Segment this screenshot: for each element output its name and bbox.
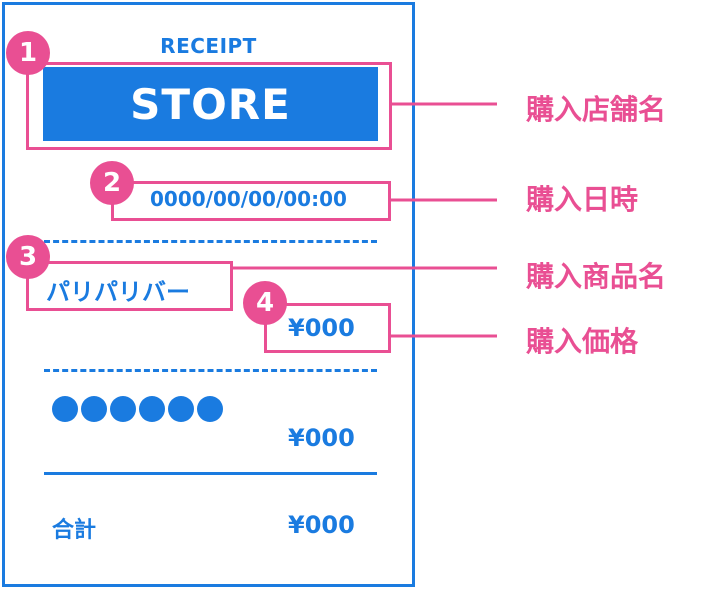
total-label: 合計 xyxy=(52,518,97,543)
highlight-price xyxy=(264,303,391,353)
dashed-divider-top xyxy=(44,240,377,243)
purchase-datetime: 0000/00/00/00:00 xyxy=(150,187,347,211)
total-value: ¥000 xyxy=(288,511,355,539)
item-price: ¥000 xyxy=(288,424,355,452)
badge-2: 2 xyxy=(90,161,134,205)
receipt-title: RECEIPT xyxy=(160,34,257,58)
highlight-store xyxy=(26,62,392,150)
callout-price: 購入価格 xyxy=(526,325,639,358)
masked-item-placeholder xyxy=(52,396,223,422)
dashed-divider-bottom xyxy=(44,369,377,372)
callout-product-name: 購入商品名 xyxy=(526,260,667,293)
badge-4: 4 xyxy=(243,281,287,325)
callout-store-name: 購入店舗名 xyxy=(526,93,667,126)
highlight-product xyxy=(26,261,233,311)
badge-1: 1 xyxy=(6,31,50,75)
placeholder-dot xyxy=(168,396,194,422)
placeholder-dot xyxy=(110,396,136,422)
placeholder-dot xyxy=(139,396,165,422)
callout-datetime: 購入日時 xyxy=(526,183,639,216)
total-divider xyxy=(44,472,377,475)
placeholder-dot xyxy=(197,396,223,422)
placeholder-dot xyxy=(81,396,107,422)
store-name-block: STORE xyxy=(43,67,378,141)
badge-3: 3 xyxy=(6,235,50,279)
product-price: ¥000 xyxy=(288,314,355,342)
product-name: パリパリバー xyxy=(46,278,190,306)
placeholder-dot xyxy=(52,396,78,422)
